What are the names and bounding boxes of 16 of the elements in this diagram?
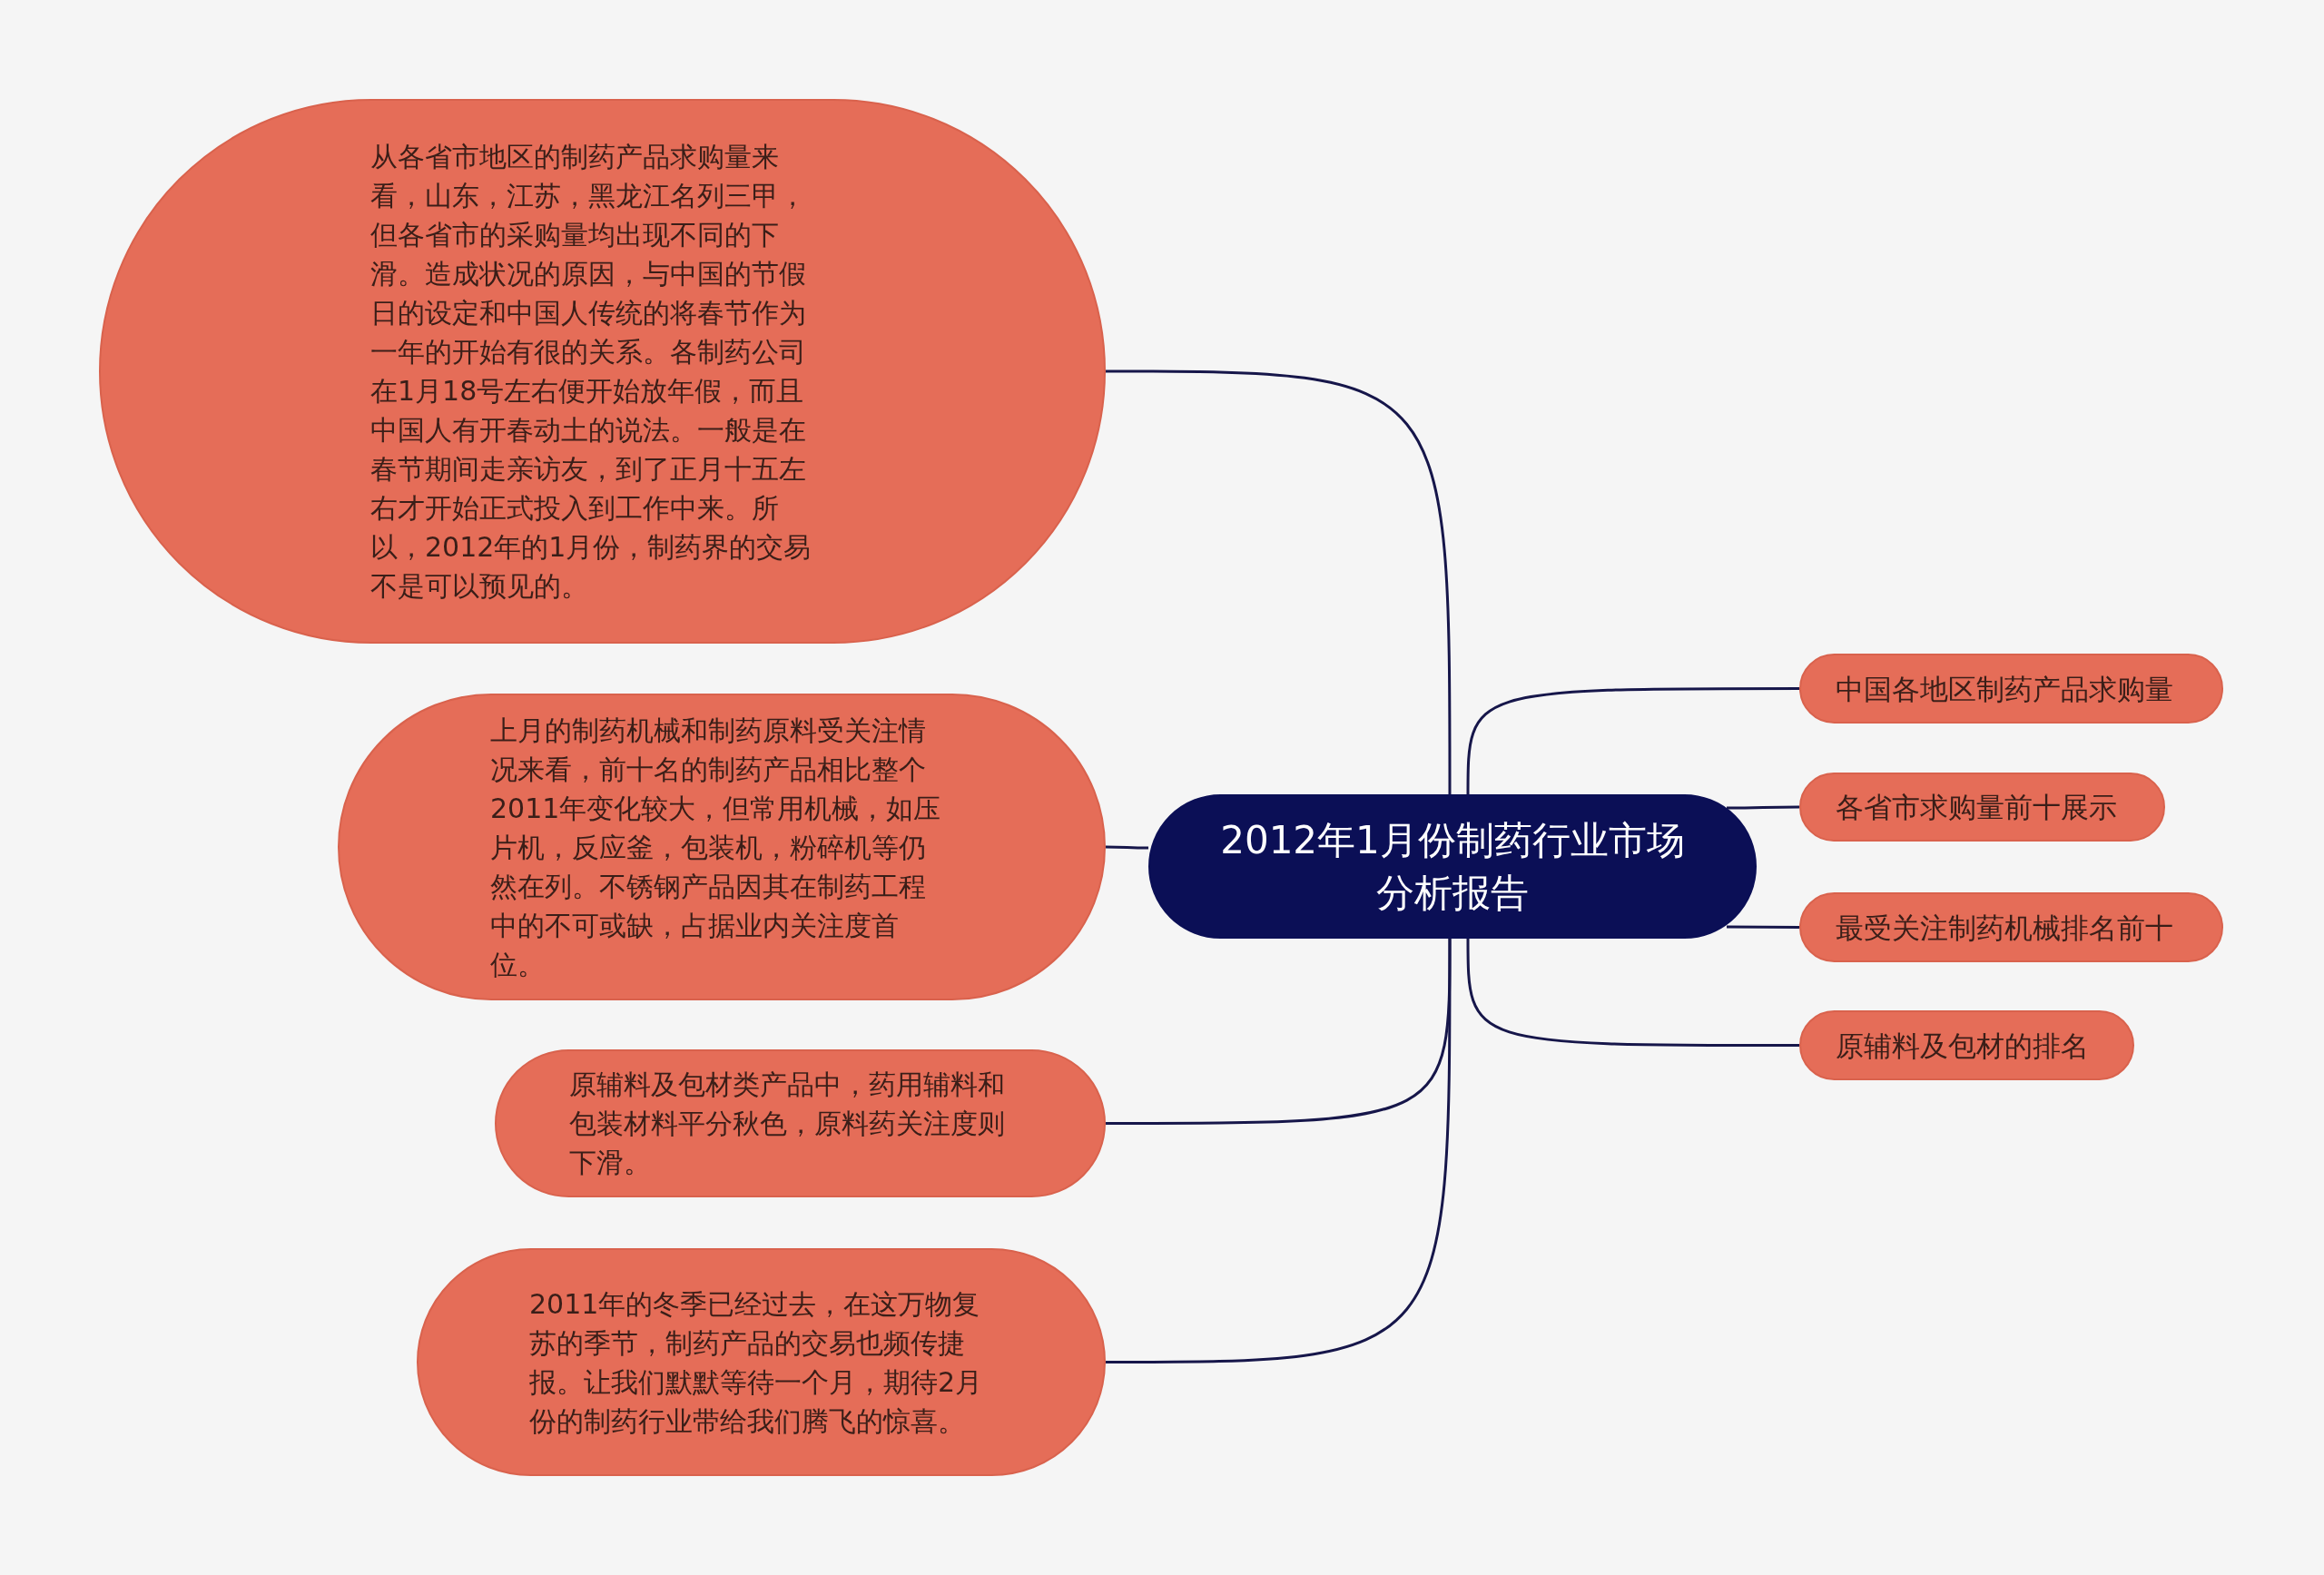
node-text: 最受关注制药机械排名前十	[1836, 910, 2173, 946]
node-text: 原辅料及包材类产品中，药用辅料和包装材料平分秋色，原料药关注度则下滑。	[569, 1068, 1006, 1180]
node-text: 2012年1月份制药行业市场分析报告	[1219, 816, 1686, 917]
node-text: 2011年的冬季已经过去，在这万物复苏的季节，制药产品的交易也频传捷报。让我们默默等待一个月，期待2月份的制药行业带给我们腾飞的惊喜。	[529, 1286, 983, 1439]
node-text: 从各省市地区的制药产品求购量来看，山东，江苏，黑龙江名列三甲，但各省市的采购量均出现不同的下滑。造成状况的原因，与中国的节假日的设定和中国人传统的将春节作为一年的开始有很的关系。各制药公司在1月18号左右便开始放年假，而且中国人有开春动土的说法。一般是在春节期间走亲访友，到了正月十五左右才开始正式投入到工作中来。所以，2012年的1月份，制药界的交易不是可以预见的。	[370, 140, 812, 604]
connector-line	[1106, 369, 1452, 794]
node-text: 原辅料及包材的排名	[1836, 1028, 2089, 1064]
node-text: 上月的制药机械和制药原料受关注情况来看，前十名的制药产品相比整个2011年变化较大，但常用机械，如压片机，反应釜，包装机，粉碎机等仍然在列。不锈钢产品因其在制药工程中的不可或缺，占据业内关注度首位。	[490, 713, 942, 982]
connector-line	[1466, 687, 1799, 794]
connector-line	[1727, 805, 1799, 810]
node-text: 中国各地区制药产品求购量	[1836, 671, 2173, 707]
connector-line	[1466, 939, 1799, 1047]
connector-line	[1106, 845, 1148, 850]
node-text: 各省市求购量前十展示	[1836, 790, 2117, 825]
connector-line	[1727, 925, 1799, 929]
connector-line	[1106, 939, 1452, 1363]
